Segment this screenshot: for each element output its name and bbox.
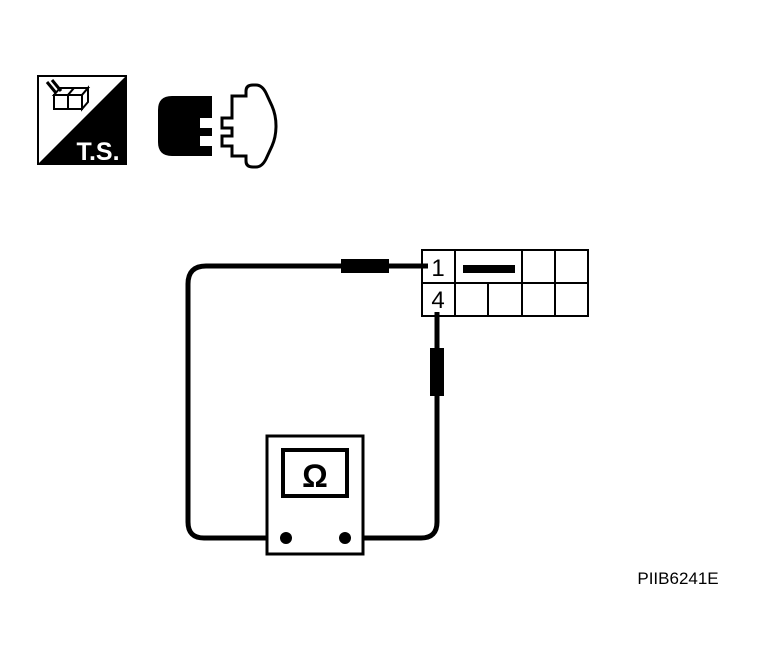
connector-latch [463,265,515,273]
lead-terminal-4 [345,312,440,541]
connector-face [421,249,589,317]
ohm-symbol: Ω [302,458,328,494]
terminal-1-label: 1 [431,255,444,282]
terminal-4-label: 4 [431,287,444,314]
figure-code: PIIB6241E [637,569,718,588]
ohmmeter-icon [265,434,365,556]
connector-disconnected-icon [158,83,278,169]
probe-4-tip [430,348,444,396]
harness-connector-badge-icon: T.S. [37,75,127,166]
badge-text: T.S. [76,138,119,166]
lead-terminal-1 [185,263,428,541]
probe-1-tip [341,259,389,273]
